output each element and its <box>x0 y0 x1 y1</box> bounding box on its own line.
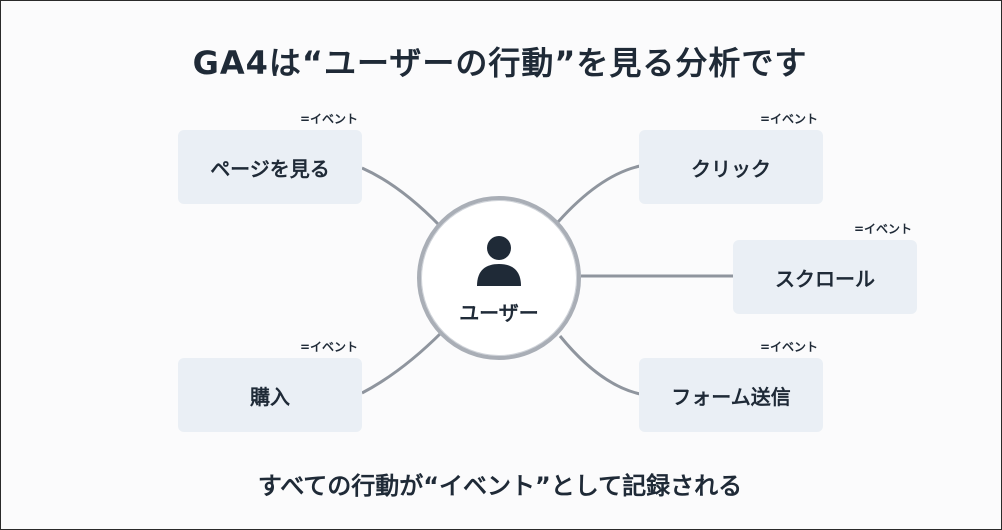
action-scroll: スクロール <box>733 240 917 314</box>
action-form-submit-label: フォーム送信 <box>671 384 791 409</box>
action-page-view-label: ページを見る <box>210 156 330 181</box>
event-tag-scroll: =イベント <box>854 222 913 236</box>
connector-purchase <box>361 330 444 395</box>
event-tag-click: =イベント <box>760 112 819 126</box>
user-label: ユーザー <box>459 301 539 325</box>
event-tag-form-submit: =イベント <box>760 340 819 354</box>
action-page-view: ページを見る <box>178 130 362 204</box>
connector-click <box>556 164 641 223</box>
user-icon <box>477 236 521 286</box>
diagram-footer: すべての行動が“イベント”として記録される <box>257 472 743 500</box>
action-click-label: クリック <box>691 156 771 181</box>
action-purchase: 購入 <box>178 358 362 432</box>
action-click: クリック <box>639 130 823 204</box>
connector-form-submit <box>558 335 641 396</box>
action-form-submit: フォーム送信 <box>639 358 823 432</box>
user-hub: ユーザー <box>417 196 581 360</box>
connector-page-view <box>361 166 442 228</box>
action-scroll-label: スクロール <box>775 266 875 291</box>
event-tag-purchase: =イベント <box>300 340 359 354</box>
event-tag-page-view: =イベント <box>300 112 359 126</box>
diagram-title: GA4は“ユーザーの行動”を見る分析です <box>192 44 808 82</box>
action-purchase-label: 購入 <box>250 384 290 409</box>
